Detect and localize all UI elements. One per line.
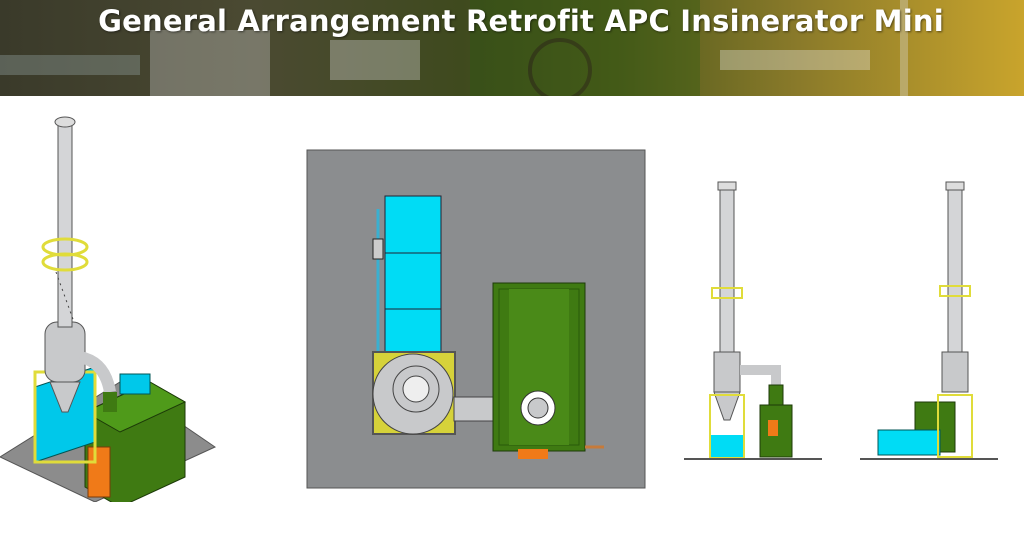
header-banner: General Arrangement Retrofit APC Insiner…: [0, 0, 1024, 96]
side-view: [860, 181, 998, 460]
top-view: [306, 149, 646, 489]
page-title: General Arrangement Retrofit APC Insiner…: [98, 4, 944, 38]
isometric-view: [0, 116, 217, 502]
front-view: [684, 181, 822, 460]
banner-background-photo: [0, 0, 908, 96]
